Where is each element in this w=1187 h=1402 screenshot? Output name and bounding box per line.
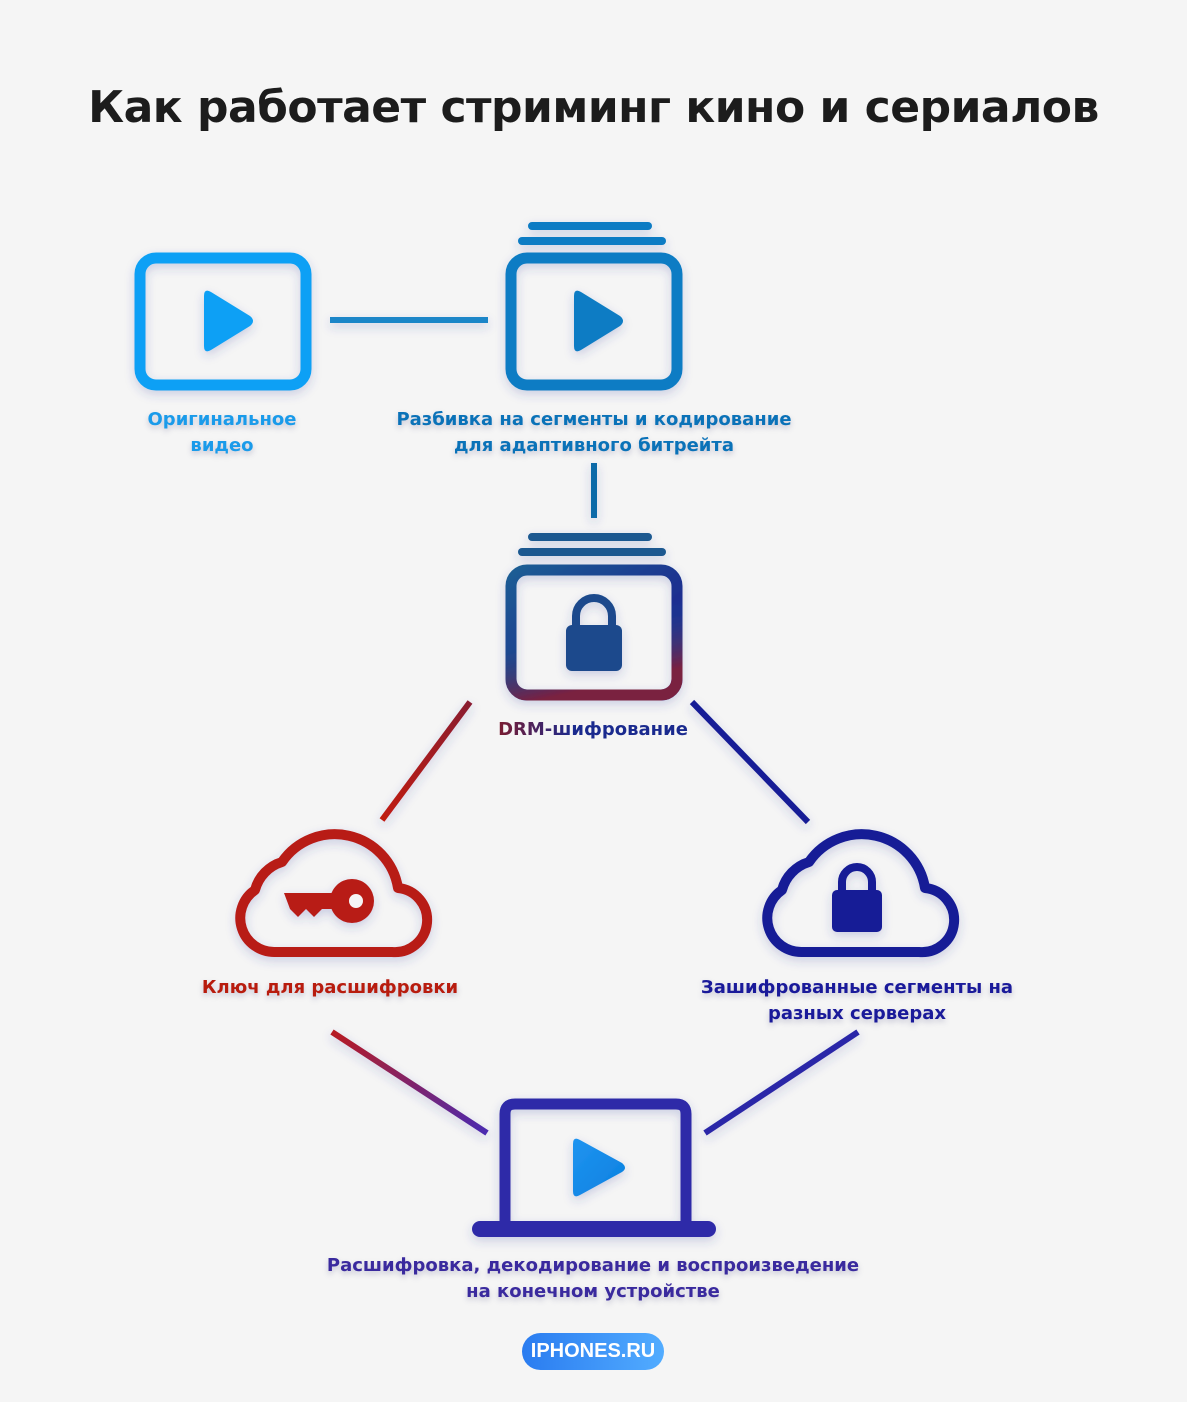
page-title: Как работает стриминг кино и сериалов [88,82,1099,133]
laptop-play-icon [472,1098,716,1237]
label-device: Расшифровка, декодирование и воспроизвед… [327,1253,859,1305]
video-stack-lock-icon [505,533,683,701]
label-segmenting: Разбивка на сегменты и кодирование для а… [396,407,791,459]
label-drm: DRM-шифрование [498,717,688,743]
label-line: видео [190,435,254,456]
label-line: Разбивка на сегменты и кодирование [396,409,792,430]
label-line: разных серверах [767,1003,947,1024]
label-line: Оригинальное [147,409,297,430]
source-badge[interactable]: IPHONES.RU [522,1333,664,1370]
cloud-key-icon [235,829,433,958]
connector-drm-servers [689,699,811,825]
connector-servers-device [703,1029,860,1136]
label-servers: Зашифрованные сегменты на разных сервера… [701,975,1013,1027]
connector-key-device [330,1029,489,1136]
label-line: Расшифровка, декодирование и воспроизвед… [326,1255,860,1276]
label-original-video: Оригинальное видео [148,407,297,459]
label-line: на конечном устройстве [466,1281,720,1302]
video-play-icon [134,252,312,391]
video-stack-play-icon [505,222,683,391]
label-line: Зашифрованные сегменты на [700,977,1014,998]
cloud-lock-icon [762,829,960,958]
connectors [330,317,860,1136]
connector-drm-key [379,700,473,822]
label-line: для адаптивного битрейта [454,435,734,456]
label-key: Ключ для расшифровки [201,977,459,998]
